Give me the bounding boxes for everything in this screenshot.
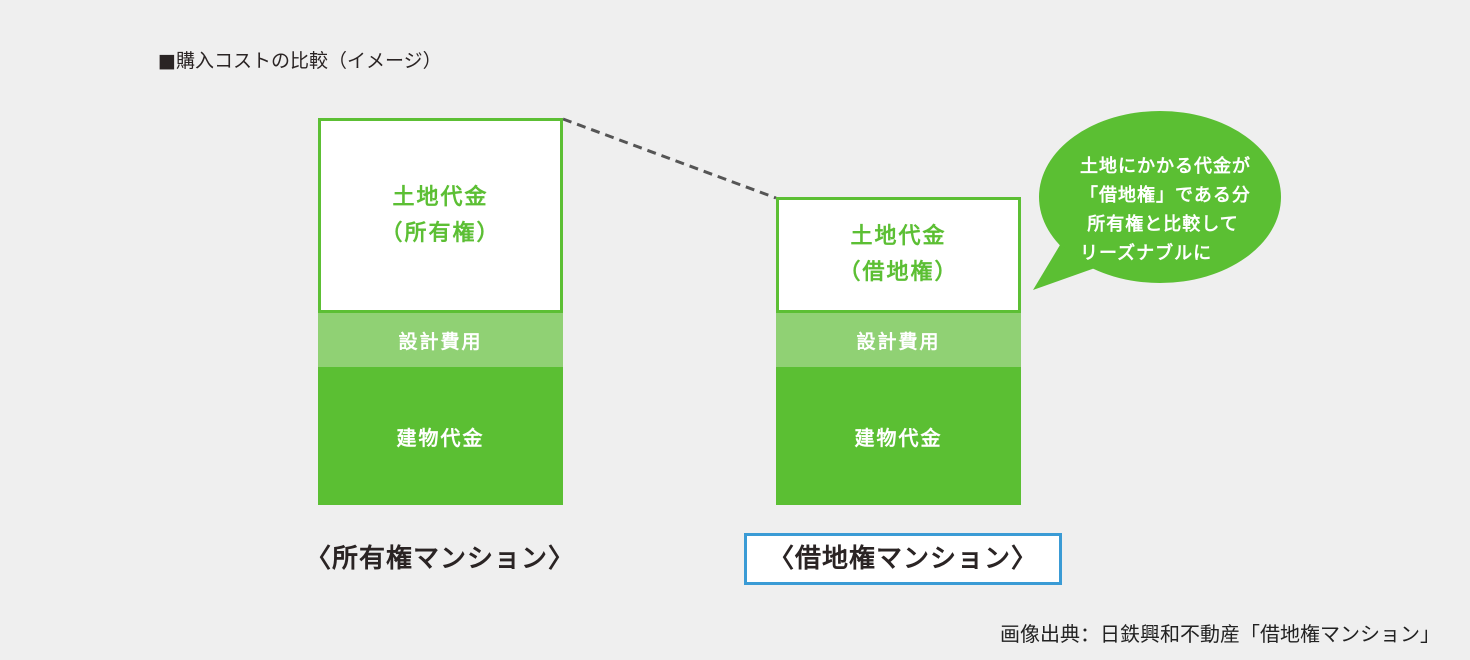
segment-land: 土地代金 （所有権） (318, 118, 563, 313)
segment-design: 設計費用 (318, 313, 563, 367)
bar-freehold: 土地代金 （所有権） 設計費用 建物代金 (318, 118, 563, 505)
segment-land: 土地代金 （借地権） (776, 197, 1021, 313)
speech-bubble (1039, 111, 1281, 283)
label-freehold: 〈所有権マンション〉 (304, 544, 575, 574)
dashed-comparison-line (562, 117, 777, 200)
segment-design: 設計費用 (776, 313, 1021, 367)
diagram-title: ■購入コストの比較（イメージ） (158, 50, 442, 72)
bubble-text: 土地にかかる代金が 「借地権」である分 所有権と比較して リーズナブルに (1080, 156, 1251, 264)
speech-bubble-tail (1033, 245, 1095, 290)
segment-building: 建物代金 (776, 367, 1021, 505)
bar-leasehold: 土地代金 （借地権） 設計費用 建物代金 (776, 197, 1021, 505)
segment-building: 建物代金 (318, 367, 563, 505)
image-source: 画像出典：日鉄興和不動産「借地権マンション」 (1000, 622, 1440, 646)
label-leasehold: 〈借地権マンション〉 (744, 533, 1062, 585)
